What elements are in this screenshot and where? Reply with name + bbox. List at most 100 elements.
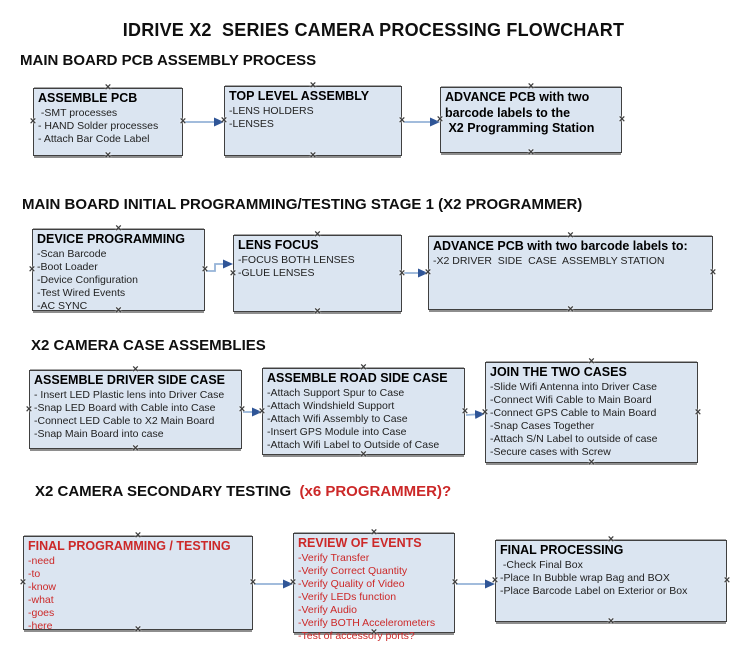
section-header-text: X2 CAMERA CASE ASSEMBLIES [31,337,266,354]
connection-handle-bottom-icon[interactable]: × [132,442,139,455]
connection-handle-bottom-icon[interactable]: × [360,448,367,461]
connection-handle-top-icon[interactable]: × [567,229,574,242]
box-item: -Attach Support Spur to Case [267,386,405,399]
flow-box-advance-pcb-to-driver-side-station[interactable]: ADVANCE PCB with two barcode labels to:-… [428,236,713,310]
connection-handle-top-icon[interactable]: × [314,228,321,241]
flow-box-join-the-two-cases[interactable]: JOIN THE TWO CASES-Slide Wifi Antenna in… [485,362,698,463]
box-item: -need [28,554,55,567]
connection-handle-top-icon[interactable]: × [360,361,367,374]
connector-arrow-road-to-join[interactable] [465,409,485,419]
connection-handle-left-icon[interactable]: × [29,115,37,128]
section-header-initial-programming: MAIN BOARD INITIAL PROGRAMMING/TESTING S… [22,196,582,213]
connection-handle-left-icon[interactable]: × [289,576,297,589]
section-header-red-text: (x6 PROGRAMMER)? [299,483,452,500]
connection-handle-right-icon[interactable]: × [461,405,469,417]
section-header-text: MAIN BOARD INITIAL PROGRAMMING/TESTING S… [22,196,583,213]
flow-box-final-programming-testing[interactable]: FINAL PROGRAMMING / TESTING-need-to-know… [23,536,253,632]
box-item: -Verify Transfer [298,551,370,564]
box-title: FINAL PROCESSING [500,543,624,557]
connection-handle-bottom-icon[interactable]: × [134,623,142,636]
box-item: -Attach Wifi Assembly to Case [267,412,408,425]
connection-handle-left-icon[interactable]: × [229,267,237,279]
box-item: -Boot Loader [37,260,98,273]
section-header-case-assemblies: X2 CAMERA CASE ASSEMBLIES [31,337,266,354]
flow-box-top-level-assembly[interactable]: TOP LEVEL ASSEMBLY-LENS HOLDERS-LENSES [224,86,402,156]
box-item: -Secure cases with Screw [490,445,611,458]
connection-handle-bottom-icon[interactable]: × [104,149,112,162]
flow-box-review-of-events[interactable]: REVIEW OF EVENTS-Verify Transfer-Verify … [293,533,455,642]
connection-handle-left-icon[interactable]: × [220,114,228,127]
connection-handle-top-icon[interactable]: × [527,80,535,93]
connector-arrow-device-to-lensfocus[interactable] [206,259,233,272]
connection-handle-left-icon[interactable]: × [436,113,444,126]
flow-box-assemble-road-side-case[interactable]: ASSEMBLE ROAD SIDE CASE-Attach Support S… [262,368,465,455]
box-title: ADVANCE PCB with two barcode labels to: [433,239,688,253]
flow-box-final-processing[interactable]: FINAL PROCESSING -Check Final Box-Place … [495,540,727,622]
connection-handle-left-icon[interactable]: × [258,405,266,417]
box-item: -Attach Windshield Support [267,399,395,412]
connection-handle-top-icon[interactable]: × [132,363,139,376]
connection-handle-bottom-icon[interactable]: × [309,149,317,162]
box-title: FINAL PROGRAMMING / TESTING [28,539,231,553]
connection-handle-right-icon[interactable]: × [398,114,406,127]
box-title: ASSEMBLE PCB [38,91,138,105]
section-header-secondary-testing: X2 CAMERA SECONDARY TESTING (x6 PROGRAMM… [35,483,451,500]
box-item: -Verify BOTH Accelerometers [298,616,436,629]
connection-handle-bottom-icon[interactable]: × [370,626,378,639]
connection-handle-right-icon[interactable]: × [179,115,187,128]
connection-handle-right-icon[interactable]: × [249,576,257,589]
connection-handle-right-icon[interactable]: × [451,576,459,589]
box-item: -Snap LED Board with Cable into Case [34,401,216,414]
connection-handle-bottom-icon[interactable]: × [115,304,122,317]
connection-handle-left-icon[interactable]: × [28,263,36,276]
box-item: -Slide Wifi Antenna into Driver Case [490,380,657,393]
connection-handle-bottom-icon[interactable]: × [607,615,615,628]
box-title: ASSEMBLE DRIVER SIDE CASE [34,373,226,387]
connection-handle-top-icon[interactable]: × [588,355,595,368]
connection-handle-top-icon[interactable]: × [370,526,378,539]
connection-handle-right-icon[interactable]: × [238,403,246,415]
box-title: TOP LEVEL ASSEMBLY [229,89,370,103]
box-title: ASSEMBLE ROAD SIDE CASE [267,371,448,385]
page-title: IDRIVE X2 SERIES CAMERA PROCESSING FLOWC… [122,20,625,40]
box-item: -Attach S/N Label to outside of case [490,432,658,445]
box-item: - Attach Bar Code Label [38,132,150,145]
connection-handle-left-icon[interactable]: × [481,406,489,418]
connection-handle-bottom-icon[interactable]: × [527,146,535,159]
flow-box-lens-focus[interactable]: LENS FOCUS-FOCUS BOTH LENSES-GLUE LENSES [233,235,402,312]
box-item: - HAND Solder processes [38,119,159,132]
box-item: -to [28,567,41,580]
box-item: -what [28,593,54,606]
connection-handle-bottom-icon[interactable]: × [314,305,321,318]
connection-handle-right-icon[interactable]: × [694,406,702,418]
connection-handle-right-icon[interactable]: × [618,113,626,126]
connection-handle-left-icon[interactable]: × [25,403,33,415]
connection-handle-top-icon[interactable]: × [104,81,112,94]
box-item: -Test Wired Events [37,286,126,299]
box-title: DEVICE PROGRAMMING [37,232,185,246]
connection-handle-left-icon[interactable]: × [19,576,27,589]
box-item: -Verify Correct Quantity [298,564,408,577]
box-item: -Connect Wifi Cable to Main Board [490,393,652,406]
connection-handle-top-icon[interactable]: × [607,533,615,546]
box-item: -SMT processes [38,106,118,119]
connection-handle-top-icon[interactable]: × [115,222,122,235]
connection-handle-left-icon[interactable]: × [491,574,499,587]
section-header-pcb-assembly: MAIN BOARD PCB ASSEMBLY PROCESS [20,52,316,69]
flow-box-assemble-pcb[interactable]: ASSEMBLE PCB -SMT processes- HAND Solder… [33,88,183,156]
connection-handle-top-icon[interactable]: × [309,79,317,92]
flow-box-device-programming[interactable]: DEVICE PROGRAMMING-Scan Barcode-Boot Loa… [32,229,205,312]
connection-handle-top-icon[interactable]: × [134,529,142,542]
connection-handle-right-icon[interactable]: × [723,574,731,587]
connection-handle-right-icon[interactable]: × [398,267,406,279]
connection-handle-bottom-icon[interactable]: × [567,303,574,316]
box-title: JOIN THE TWO CASES [490,365,627,379]
flow-box-assemble-driver-side-case[interactable]: ASSEMBLE DRIVER SIDE CASE- Insert LED Pl… [29,370,242,449]
connection-handle-bottom-icon[interactable]: × [588,456,595,469]
connection-handle-left-icon[interactable]: × [424,266,432,279]
connection-handle-right-icon[interactable]: × [709,266,717,279]
box-item: -Verify LEDs function [298,590,397,603]
box-item: - Insert LED Plastic lens into Driver Ca… [34,388,225,401]
connection-handle-right-icon[interactable]: × [201,263,209,276]
